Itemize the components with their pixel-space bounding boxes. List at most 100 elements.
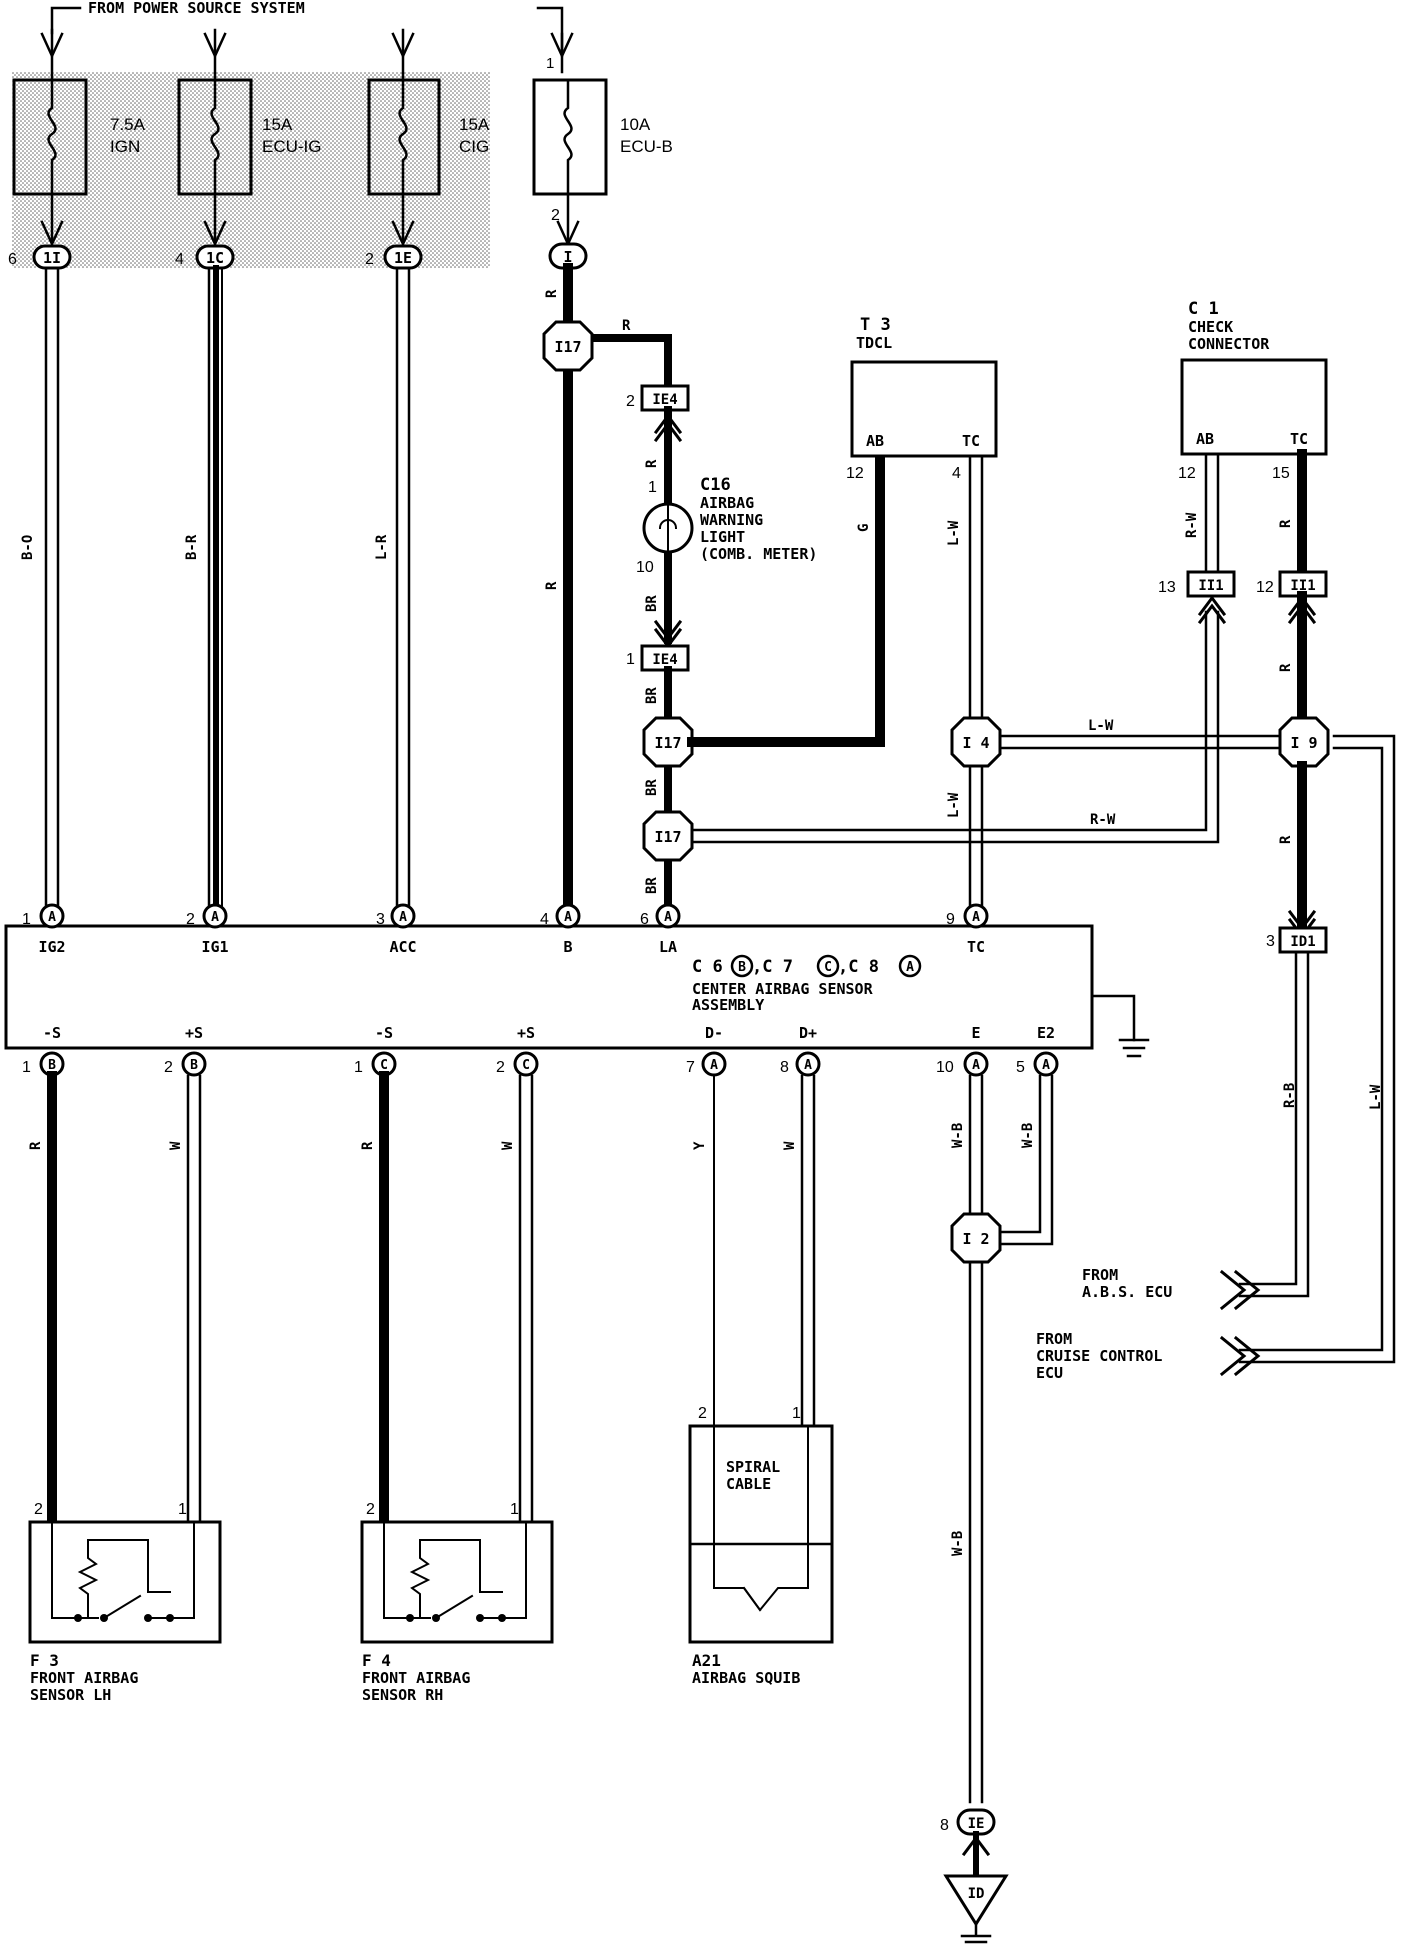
junction-i4: I 4 bbox=[950, 716, 1002, 768]
svg-text:L-W: L-W bbox=[946, 520, 962, 546]
svg-text:A: A bbox=[906, 960, 914, 975]
svg-text:II1: II1 bbox=[1290, 578, 1315, 594]
connector-ie4-top: 2 IE4 bbox=[626, 384, 690, 412]
svg-text:2: 2 bbox=[164, 1059, 173, 1076]
svg-text:8: 8 bbox=[940, 1817, 949, 1834]
svg-text:9: 9 bbox=[946, 911, 955, 928]
svg-text:2: 2 bbox=[366, 1501, 375, 1518]
wire-l-w-tdcl bbox=[968, 454, 984, 914]
svg-text:FRONT AIRBAG: FRONT AIRBAG bbox=[30, 1669, 138, 1687]
svg-text:13: 13 bbox=[1158, 579, 1176, 596]
fuse-feed-arrows bbox=[40, 28, 574, 82]
arrow-down-1 bbox=[653, 619, 683, 641]
svg-text:+S: +S bbox=[185, 1024, 203, 1042]
connector-id1: 3 ID1 bbox=[1266, 926, 1328, 954]
svg-text:1: 1 bbox=[178, 1501, 187, 1518]
check-connector-box: C 1 CHECK CONNECTOR AB TC 12 15 bbox=[1178, 299, 1328, 482]
front-airbag-sensor-rh: 2 1 F 4 FRONT AIRBAG SENSOR RH bbox=[360, 1501, 554, 1704]
svg-text:R-B: R-B bbox=[1282, 1083, 1298, 1108]
svg-text:15A: 15A bbox=[262, 115, 293, 134]
arrow-up-7 bbox=[961, 1835, 991, 1857]
svg-text:2: 2 bbox=[698, 1405, 707, 1422]
junction-i17-low: I17 bbox=[642, 810, 694, 862]
svg-text:+S: +S bbox=[517, 1024, 535, 1042]
svg-text:IE: IE bbox=[968, 1816, 985, 1832]
svg-text:A: A bbox=[972, 1058, 980, 1073]
svg-text:C 6: C 6 bbox=[692, 957, 723, 977]
svg-text:T 3: T 3 bbox=[860, 315, 891, 335]
svg-text:1E: 1E bbox=[394, 249, 412, 267]
svg-text:A: A bbox=[1042, 1058, 1050, 1073]
spiral-cable-squib: 2 1 SPIRAL CABLE A21 AIRBAG SQUIB bbox=[688, 1405, 834, 1687]
svg-text:I17: I17 bbox=[654, 828, 681, 846]
junction-i9: I 9 bbox=[1278, 716, 1330, 768]
svg-text:4: 4 bbox=[952, 465, 961, 482]
svg-text:1: 1 bbox=[22, 911, 31, 928]
svg-text:B-O: B-O bbox=[20, 535, 36, 560]
wire-w-b-e2 bbox=[998, 1074, 1054, 1246]
svg-text:C 1: C 1 bbox=[1188, 299, 1219, 319]
svg-text:R: R bbox=[360, 1141, 376, 1150]
svg-text:A: A bbox=[710, 1058, 718, 1073]
svg-text:A: A bbox=[664, 910, 672, 925]
svg-text:6: 6 bbox=[640, 911, 649, 928]
arrow-up-5 bbox=[1287, 595, 1317, 617]
svg-text:D-: D- bbox=[705, 1024, 723, 1042]
svg-text:FROM: FROM bbox=[1036, 1330, 1072, 1348]
svg-text:I17: I17 bbox=[654, 734, 681, 752]
svg-text:IG2: IG2 bbox=[38, 938, 65, 956]
svg-text:7: 7 bbox=[686, 1059, 695, 1076]
svg-text:BR: BR bbox=[644, 779, 660, 796]
svg-text:R: R bbox=[544, 289, 560, 298]
svg-text:A: A bbox=[804, 1058, 812, 1073]
svg-text:FROM: FROM bbox=[1082, 1266, 1118, 1284]
ground-id: ID bbox=[943, 1874, 1009, 1944]
svg-text:TC: TC bbox=[962, 432, 980, 450]
arrow-up-2 bbox=[653, 421, 683, 443]
power-feed-line bbox=[50, 6, 82, 35]
svg-text:CIG: CIG bbox=[459, 137, 489, 156]
svg-text:E2: E2 bbox=[1037, 1024, 1055, 1042]
svg-text:2: 2 bbox=[186, 911, 195, 928]
svg-text:R-W: R-W bbox=[1184, 512, 1200, 538]
svg-text:IE4: IE4 bbox=[652, 392, 677, 408]
svg-text:R: R bbox=[28, 1141, 44, 1150]
svg-text:CRUISE CONTROL: CRUISE CONTROL bbox=[1036, 1347, 1162, 1365]
svg-text:2: 2 bbox=[34, 1501, 43, 1518]
svg-text:D+: D+ bbox=[799, 1024, 817, 1042]
svg-text:IG1: IG1 bbox=[201, 938, 228, 956]
svg-text:B: B bbox=[48, 1058, 56, 1073]
svg-text:B: B bbox=[190, 1058, 198, 1073]
svg-text:1C: 1C bbox=[206, 249, 224, 267]
svg-text:A: A bbox=[211, 910, 219, 925]
connector-ii1-tc: 12 II1 bbox=[1256, 570, 1328, 598]
svg-text:Y: Y bbox=[692, 1141, 708, 1150]
svg-text:B-R: B-R bbox=[184, 534, 200, 560]
svg-text:L-W: L-W bbox=[1368, 1084, 1384, 1110]
svg-text:TDCL: TDCL bbox=[856, 334, 892, 352]
svg-text:15: 15 bbox=[1272, 465, 1290, 482]
svg-text:R-W: R-W bbox=[1090, 812, 1116, 828]
svg-text:BR: BR bbox=[644, 877, 660, 894]
connector-i: I bbox=[548, 242, 588, 270]
svg-text:R: R bbox=[1278, 663, 1294, 672]
wire-b-o: B-O bbox=[20, 266, 60, 914]
tdcl-box: T 3 TDCL AB TC 12 4 bbox=[846, 315, 998, 482]
svg-text:2: 2 bbox=[626, 393, 635, 410]
svg-text:AB: AB bbox=[1196, 430, 1214, 448]
svg-text:IGN: IGN bbox=[110, 137, 140, 156]
svg-text:L-W: L-W bbox=[1088, 718, 1114, 734]
svg-text:,C 8: ,C 8 bbox=[838, 957, 879, 977]
svg-text:1: 1 bbox=[22, 1059, 31, 1076]
svg-text:W-B: W-B bbox=[950, 1123, 966, 1148]
svg-text:G: G bbox=[856, 524, 872, 532]
svg-text:12: 12 bbox=[1178, 465, 1196, 482]
svg-text:10: 10 bbox=[936, 1059, 954, 1076]
svg-text:2: 2 bbox=[496, 1059, 505, 1076]
power-source-title: FROM POWER SOURCE SYSTEM bbox=[88, 0, 305, 17]
front-airbag-sensor-lh: 2 1 F 3 FRONT AIRBAG SENSOR LH bbox=[28, 1501, 222, 1704]
ecu-title: C 6 B ,C 7 C ,C 8 A CENTER AIRBAG SENSOR… bbox=[692, 954, 922, 1014]
ecu-bottom-pins: 1 B 2 B 1 C 2 C 7 A 8 A 10 A 5 A bbox=[22, 1051, 1059, 1077]
svg-text:5: 5 bbox=[1016, 1059, 1025, 1076]
